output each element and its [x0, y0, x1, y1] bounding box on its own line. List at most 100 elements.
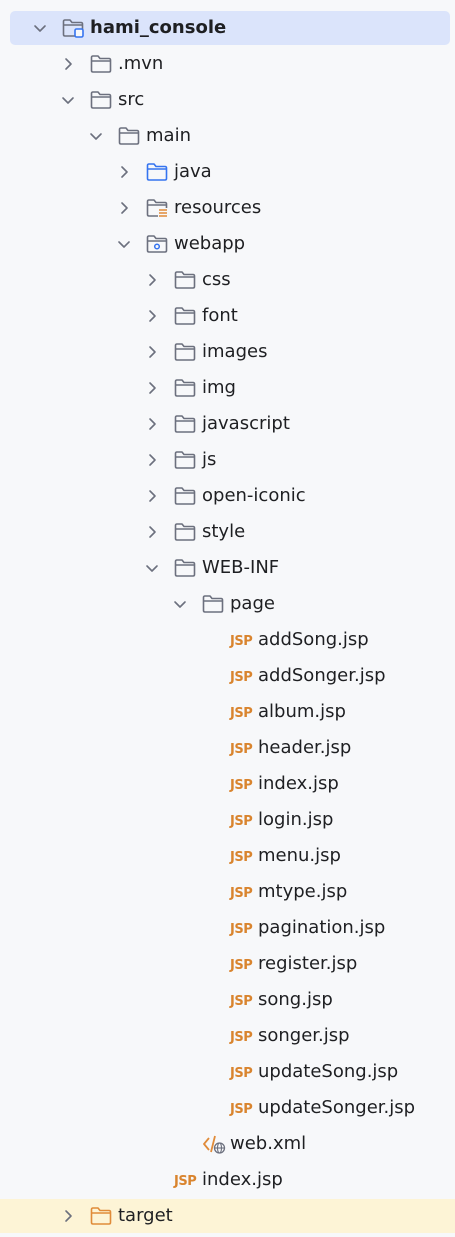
tree-row-img[interactable]: img: [10, 371, 450, 405]
jsp-file-icon: JSP: [230, 1102, 253, 1117]
tree-row-style[interactable]: style: [10, 515, 450, 549]
tree-item-label: header.jsp: [258, 737, 352, 758]
tree-row-src[interactable]: src: [10, 83, 450, 117]
tree-row-css[interactable]: css: [10, 263, 450, 297]
jsp-file-icon: JSP: [230, 706, 253, 721]
tree-row-page[interactable]: page: [10, 587, 450, 621]
tree-row-register-jsp[interactable]: JSP register.jsp: [10, 947, 450, 981]
folder-icon: [174, 270, 196, 290]
folder-icon: [174, 342, 196, 362]
chevron-right-icon[interactable]: [116, 164, 132, 180]
tree-row-login-jsp[interactable]: JSP login.jsp: [10, 803, 450, 837]
tree-row-pagination-jsp[interactable]: JSP pagination.jsp: [10, 911, 450, 945]
tree-item-label: css: [202, 269, 231, 290]
xml-file-icon: [202, 1134, 226, 1154]
chevron-right-icon[interactable]: [60, 1208, 76, 1224]
chevron-right-icon[interactable]: [144, 272, 160, 288]
tree-item-label: main: [146, 125, 191, 146]
excluded-folder-icon: [90, 1206, 112, 1226]
jsp-file-icon: JSP: [230, 922, 253, 937]
tree-item-label: songer.jsp: [258, 1025, 350, 1046]
chevron-right-icon[interactable]: [144, 452, 160, 468]
chevron-down-icon[interactable]: [144, 560, 160, 576]
folder-icon: [174, 522, 196, 542]
tree-row-index-jsp[interactable]: JSP index.jsp: [10, 767, 450, 801]
tree-item-label: webapp: [174, 233, 246, 254]
jsp-file-icon: JSP: [230, 670, 253, 685]
source-folder-icon: [146, 162, 168, 182]
tree-item-label: updateSonger.jsp: [258, 1097, 416, 1118]
tree-item-label: src: [118, 89, 145, 110]
tree-row-target[interactable]: target: [0, 1199, 455, 1233]
tree-row-images[interactable]: images: [10, 335, 450, 369]
tree-row-web-inf[interactable]: WEB-INF: [10, 551, 450, 585]
jsp-file-icon: JSP: [230, 814, 253, 829]
chevron-right-icon[interactable]: [144, 524, 160, 540]
tree-item-label: register.jsp: [258, 953, 358, 974]
tree-row-javascript[interactable]: javascript: [10, 407, 450, 441]
tree-item-label: web.xml: [230, 1133, 307, 1154]
tree-row-js[interactable]: js: [10, 443, 450, 477]
tree-item-label: mtype.jsp: [258, 881, 348, 902]
chevron-right-icon[interactable]: [144, 344, 160, 360]
tree-item-label: resources: [174, 197, 262, 218]
tree-row-updatesonger-jsp[interactable]: JSP updateSonger.jsp: [10, 1091, 450, 1125]
jsp-file-icon: JSP: [230, 1030, 253, 1045]
chevron-down-icon[interactable]: [88, 128, 104, 144]
tree-item-label: java: [174, 161, 212, 182]
tree-item-label: index.jsp: [258, 773, 339, 794]
chevron-down-icon[interactable]: [60, 92, 76, 108]
tree-row-header-jsp[interactable]: JSP header.jsp: [10, 731, 450, 765]
jsp-file-icon: JSP: [230, 958, 253, 973]
folder-icon: [90, 90, 112, 110]
web-folder-icon: [146, 234, 168, 254]
jsp-file-icon: JSP: [230, 742, 253, 757]
tree-row-font[interactable]: font: [10, 299, 450, 333]
tree-row-songer-jsp[interactable]: JSP songer.jsp: [10, 1019, 450, 1053]
tree-item-label: page: [230, 593, 275, 614]
tree-item-label: menu.jsp: [258, 845, 341, 866]
jsp-file-icon: JSP: [230, 994, 253, 1009]
tree-row-webapp[interactable]: webapp: [10, 227, 450, 261]
chevron-right-icon[interactable]: [144, 308, 160, 324]
folder-icon: [174, 306, 196, 326]
tree-row-open-iconic[interactable]: open-iconic: [10, 479, 450, 513]
chevron-down-icon[interactable]: [116, 236, 132, 252]
tree-row-index-jsp[interactable]: JSP index.jsp: [10, 1163, 450, 1197]
tree-row-addsonger-jsp[interactable]: JSP addSonger.jsp: [10, 659, 450, 693]
chevron-down-icon[interactable]: [32, 20, 48, 36]
tree-row-resources[interactable]: resources: [10, 191, 450, 225]
chevron-right-icon[interactable]: [144, 380, 160, 396]
resources-folder-icon: [146, 198, 168, 218]
tree-item-label: target: [118, 1205, 173, 1226]
tree-item-label: font: [202, 305, 238, 326]
tree-item-label: login.jsp: [258, 809, 334, 830]
jsp-file-icon: JSP: [230, 778, 253, 793]
tree-item-label: images: [202, 341, 268, 362]
chevron-right-icon[interactable]: [144, 488, 160, 504]
chevron-right-icon[interactable]: [144, 416, 160, 432]
tree-item-label: addSonger.jsp: [258, 665, 386, 686]
chevron-down-icon[interactable]: [172, 596, 188, 612]
tree-row-web-xml[interactable]: web.xml: [10, 1127, 450, 1161]
tree-row-album-jsp[interactable]: JSP album.jsp: [10, 695, 450, 729]
tree-item-label: index.jsp: [202, 1169, 283, 1190]
chevron-right-icon[interactable]: [116, 200, 132, 216]
tree-item-label: pagination.jsp: [258, 917, 386, 938]
folder-icon: [174, 486, 196, 506]
tree-item-label: album.jsp: [258, 701, 346, 722]
tree-row-main[interactable]: main: [10, 119, 450, 153]
tree-item-label: javascript: [202, 413, 290, 434]
tree-row-hami-console[interactable]: hami_console: [10, 11, 450, 45]
tree-item-label: .mvn: [118, 53, 164, 74]
jsp-file-icon: JSP: [174, 1174, 197, 1189]
chevron-right-icon[interactable]: [60, 56, 76, 72]
tree-row--mvn[interactable]: .mvn: [10, 47, 450, 81]
tree-row-java[interactable]: java: [10, 155, 450, 189]
